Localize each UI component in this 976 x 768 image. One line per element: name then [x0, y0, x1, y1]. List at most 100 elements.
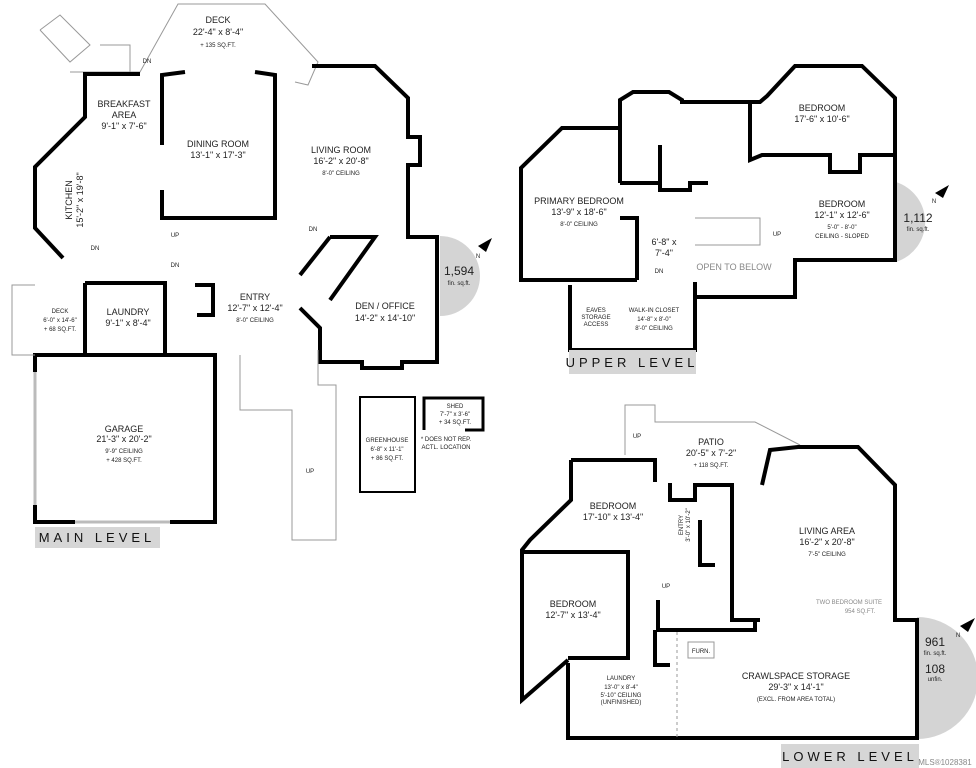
- wall: [653, 630, 670, 667]
- room-ceiling: 8'-0" CEILING: [560, 222, 598, 228]
- room-note: (EXCL. FROM AREA TOTAL): [757, 697, 835, 703]
- room-name: BEDROOM: [819, 199, 866, 209]
- room-area: + 135 SQ.FT.: [200, 43, 236, 49]
- room-dims: 12'-1" x 12'-6": [814, 210, 869, 220]
- wall: [160, 70, 186, 145]
- room-name: DECK: [205, 15, 230, 25]
- deck-stairs: [39, 14, 91, 63]
- room-dims: 21'-3" x 20'-2": [96, 434, 151, 444]
- room-ceiling: 5'-0" - 8'-0": [827, 225, 856, 231]
- area-wedge: [896, 182, 926, 262]
- room-dims: 16'-2" x 20'-8": [313, 156, 368, 166]
- room-dims: 9'-1" x 8'-4": [105, 318, 150, 328]
- room-dims: 20'-5" x 7'-2": [686, 448, 736, 458]
- room-dims: 17'-10" x 13'-4": [583, 512, 643, 522]
- room-ceiling: 9'-9" CEILING: [105, 449, 143, 455]
- room-dims: 22'-4" x 8'-4": [193, 27, 243, 37]
- room-name: LAUNDRY: [607, 676, 636, 682]
- room-name: BREAKFAST: [97, 99, 151, 109]
- room-area: + 428 SQ.FT.: [106, 458, 142, 464]
- compass-north: N: [476, 254, 480, 260]
- lower-level-label-bg: [781, 744, 919, 768]
- shed-note: * DOES NOT REP.: [421, 437, 471, 443]
- room-name: LIVING AREA: [799, 526, 855, 536]
- stairs: [695, 217, 761, 246]
- room-ceiling: 5'-10" CEILING: [601, 693, 642, 699]
- room-name: BEDROOM: [550, 599, 597, 609]
- room-name: WALK-IN CLOSET: [629, 308, 680, 314]
- room-dims: 17'-6" x 10'-6": [794, 114, 849, 124]
- upper-level-label-bg: [569, 350, 696, 374]
- wall: [571, 458, 657, 482]
- compass-arrow-icon: [478, 238, 492, 252]
- room-name: SHED: [447, 404, 464, 410]
- room-area: + 34 SQ.FT.: [439, 420, 472, 426]
- room-name: DECK: [52, 309, 69, 315]
- room-dims: 29'-3" x 14'-1": [768, 682, 823, 692]
- wall: [656, 600, 757, 632]
- room-dims: 13'-1" x 17'-3": [190, 150, 245, 160]
- wall: [658, 145, 708, 192]
- stair-direction: UP: [773, 232, 781, 238]
- room-ceiling: CEILING - SLOPED: [815, 234, 869, 240]
- room-ceiling: 8'-0" CEILING: [236, 318, 274, 324]
- shed-outline: [422, 396, 485, 432]
- room-name: LIVING ROOM: [311, 145, 371, 155]
- stair-direction: DN: [143, 59, 152, 65]
- eaves-label: EAVES: [586, 308, 606, 314]
- stair-direction: UP: [171, 233, 179, 239]
- wall: [33, 72, 140, 260]
- area-value: 1,594: [444, 264, 474, 278]
- wall: [520, 460, 573, 705]
- area-value: 961: [925, 635, 945, 649]
- wall: [85, 281, 167, 355]
- compass-arrow-icon: [935, 185, 949, 198]
- room-name: KITCHEN: [64, 180, 74, 220]
- suite-label: TWO BEDROOM SUITE: [816, 600, 882, 606]
- room-note: (UNFINISHED): [601, 700, 642, 706]
- room-area: + 86 SQ.FT.: [371, 456, 404, 462]
- compass-north: N: [956, 633, 960, 639]
- stair-direction: UP: [662, 584, 670, 590]
- stair-direction: DN: [91, 246, 100, 252]
- room-dims: 6'-0" x 14'-6": [43, 318, 77, 324]
- room-dims: 12'-7" x 13'-4": [545, 610, 600, 620]
- room-ceiling: 7'-5" CEILING: [808, 552, 846, 558]
- open-to-below: OPEN TO BELOW: [696, 262, 772, 272]
- wall: [328, 235, 379, 302]
- stair-direction: DN: [655, 269, 664, 275]
- room-dims: 7'-7" x 3'-6": [440, 412, 470, 418]
- room-dims: 6'-8" x: [652, 237, 677, 247]
- suite-area: 954 SQ.FT.: [845, 609, 876, 615]
- main-level: MAIN LEVEL DECK 22'-4" x 8'-4" + 135 SQ.…: [11, 3, 492, 548]
- room-dims: 9'-1" x 7'-6": [101, 121, 146, 131]
- eaves-label: STORAGE: [581, 315, 610, 321]
- unfin-area-value: 108: [925, 662, 945, 676]
- watermark: MLS®1028381: [918, 758, 972, 767]
- lower-level: LOWER LEVEL UP PATIO 20'-5" x 7'-2" + 11…: [520, 404, 976, 768]
- room-name: AREA: [112, 110, 137, 120]
- room-name: BEDROOM: [590, 501, 637, 511]
- wall: [698, 520, 715, 567]
- garage-wall: [33, 353, 217, 524]
- area-unit: fin. sq.ft.: [448, 281, 471, 287]
- room-name: GARAGE: [105, 424, 144, 434]
- compass-north: N: [932, 199, 936, 205]
- area-unit: fin. sq.ft.: [907, 227, 930, 233]
- stair-direction: DN: [309, 227, 318, 233]
- room-name: ENTRY: [679, 515, 685, 535]
- room-name: CRAWLSPACE STORAGE: [742, 671, 850, 681]
- room-name: GREENHOUSE: [366, 438, 409, 444]
- wall: [566, 445, 919, 740]
- room-name: LAUNDRY: [107, 307, 150, 317]
- wall: [618, 64, 897, 299]
- room-dims: 13'-9" x 18'-6": [551, 207, 606, 217]
- room-dims: 14'-8" x 8'-0": [637, 317, 671, 323]
- room-ceiling: 8'-0" CEILING: [635, 326, 673, 332]
- room-ceiling: 8'-0" CEILING: [322, 171, 360, 177]
- unfin-area-unit: unfin.: [928, 677, 943, 683]
- area-wedge: [917, 617, 976, 739]
- level-label: MAIN LEVEL: [39, 530, 156, 545]
- eaves-label: ACCESS: [584, 322, 609, 328]
